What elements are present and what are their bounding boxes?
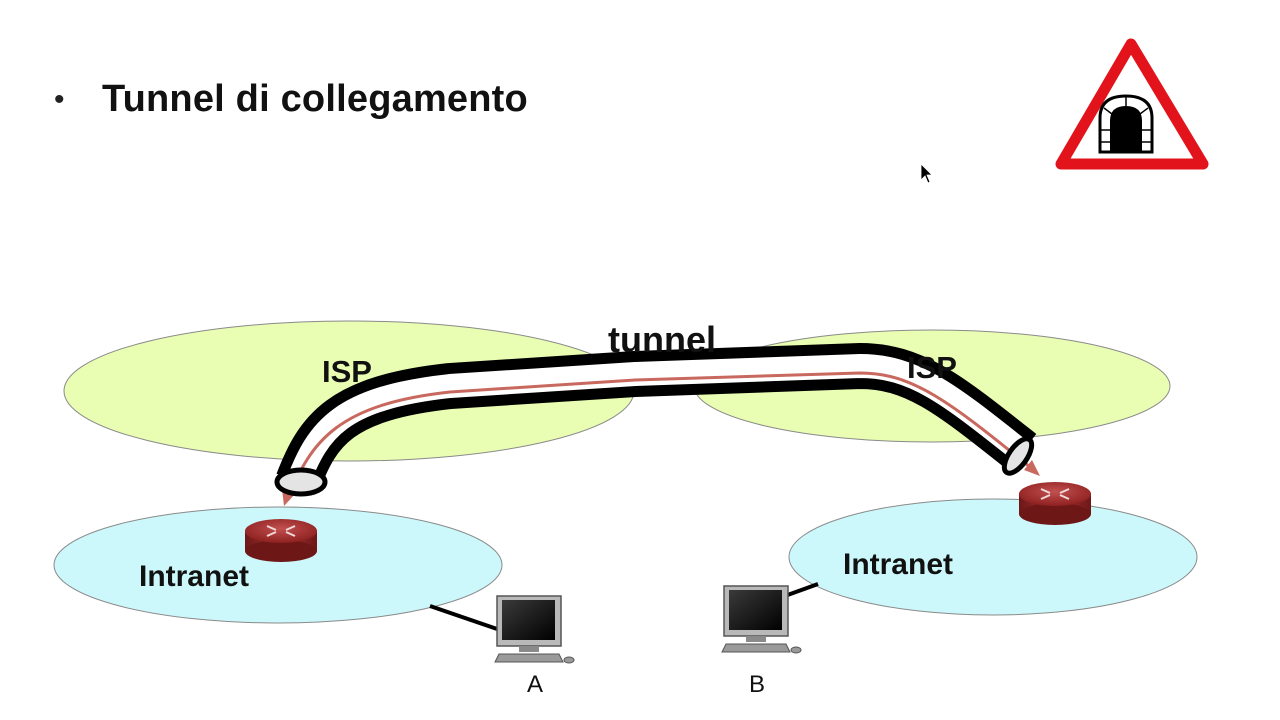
intranet-right-cloud xyxy=(788,498,1198,616)
link-host-a xyxy=(429,604,501,632)
host-a-label: A xyxy=(527,671,543,698)
bullet-point: • xyxy=(54,82,65,116)
computer-icon-host-a xyxy=(494,595,575,664)
tunnel-warning-sign-icon xyxy=(1055,38,1209,170)
isp-right-label: ISP xyxy=(907,350,957,385)
computer-icon-host-b xyxy=(721,585,802,654)
tunnel-mouth-right xyxy=(1001,436,1035,476)
router-icon xyxy=(1019,482,1091,525)
slide-title-row: • Tunnel di collegamento xyxy=(54,78,528,121)
intranet-left-label: Intranet xyxy=(139,560,249,593)
mouse-pointer-icon xyxy=(920,163,933,184)
tunnel-label: tunnel xyxy=(608,319,716,360)
intranet-left-cloud xyxy=(53,506,503,624)
router-icon xyxy=(245,519,317,562)
host-b-label: B xyxy=(749,671,765,698)
intranet-right-label: Intranet xyxy=(843,548,953,581)
tunnel-path-arrow xyxy=(286,371,1037,501)
tunnel-pipe xyxy=(274,342,1040,506)
slide-title: Tunnel di collegamento xyxy=(102,78,528,120)
tunnel-mouth-left xyxy=(274,467,328,497)
isp-left-label: ISP xyxy=(322,354,372,389)
